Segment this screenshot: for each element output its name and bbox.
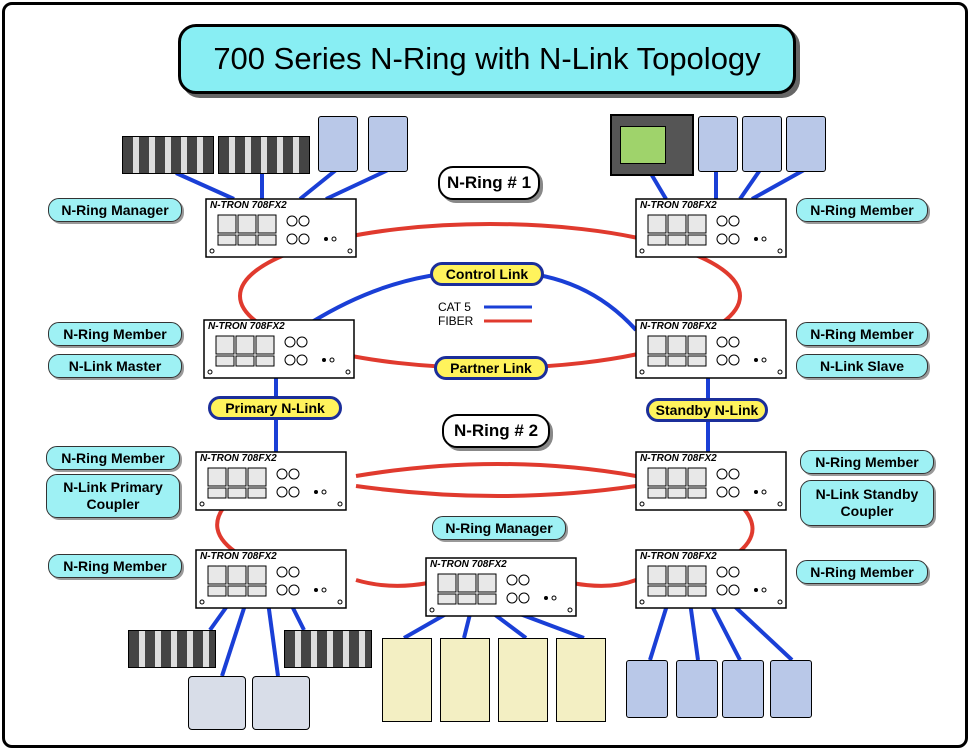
plc-rack-icon (218, 136, 310, 174)
plc-rack-icon (122, 136, 214, 174)
hmi-panel-icon (610, 114, 694, 176)
drive-icon (556, 638, 606, 722)
switch-brand-6: N-TRON 708FX2 (640, 453, 717, 464)
switch-brand-1: N-TRON 708FX2 (210, 200, 287, 211)
switch-brand-9: N-TRON 708FX2 (640, 551, 717, 562)
legend-fiber-label: FIBER (438, 314, 474, 328)
switch-brand-7: N-TRON 708FX2 (200, 551, 277, 562)
role-r1-manager: N-Ring Manager (48, 198, 182, 222)
role-r1-member-right-mid: N-Ring Member (796, 322, 928, 346)
switch-brand-3: N-TRON 708FX2 (208, 321, 285, 332)
legend-cat5-label: CAT 5 (438, 300, 471, 314)
drive-icon (382, 638, 432, 722)
meter-icon (676, 660, 718, 718)
ring2-label: N-Ring # 2 (442, 414, 550, 448)
role-r1-member-left: N-Ring Member (48, 322, 182, 346)
plc-rack-icon (284, 630, 372, 668)
role-r2-member-standby: N-Ring Member (800, 450, 934, 474)
ring2-right-arc (733, 498, 755, 557)
meter-icon (626, 660, 668, 718)
ring2-path (355, 462, 637, 498)
ring1-label: N-Ring # 1 (438, 166, 540, 200)
ring2-bottom-right (571, 578, 637, 588)
switch-brand-4: N-TRON 708FX2 (640, 321, 717, 332)
plc-rack-icon (128, 630, 216, 668)
role-nlink-slave: N-Link Slave (796, 354, 928, 378)
role-primary-coupler: N-Link Primary Coupler (46, 474, 180, 518)
meter-icon (770, 660, 812, 718)
diagram-title: 700 Series N-Ring with N-Link Topology (178, 24, 796, 94)
role-r2-member-primary: N-Ring Member (46, 446, 180, 470)
role-r2-manager: N-Ring Manager (432, 516, 566, 540)
ring1-top-path (238, 222, 742, 370)
role-r1-member-right: N-Ring Member (796, 198, 928, 222)
switch-brand-5: N-TRON 708FX2 (200, 453, 277, 464)
operator-panel-icon (188, 676, 246, 730)
standby-nlink-label: Standby N-Link (646, 398, 768, 422)
role-nlink-master: N-Link Master (48, 354, 182, 378)
operator-panel-icon (252, 676, 310, 730)
switch-brand-8: N-TRON 708FX2 (430, 559, 507, 570)
role-r2-member-bottom-right: N-Ring Member (796, 560, 928, 584)
meter-icon (722, 660, 764, 718)
drive-icon (498, 638, 548, 722)
role-standby-coupler: N-Link Standby Coupler (800, 480, 934, 526)
meter-icon (698, 116, 738, 172)
meter-icon (318, 116, 358, 172)
ring2-bottom-left (355, 578, 429, 588)
drive-icon (440, 638, 490, 722)
role-r2-member-bottom-left: N-Ring Member (48, 554, 182, 578)
meter-icon (368, 116, 408, 172)
ring2-left-arc (215, 498, 242, 557)
meter-icon (742, 116, 782, 172)
primary-nlink-label: Primary N-Link (208, 396, 342, 420)
meter-icon (786, 116, 826, 172)
partner-link-label: Partner Link (434, 356, 548, 380)
control-link-label: Control Link (430, 262, 544, 286)
switch-brand-2: N-TRON 708FX2 (640, 200, 717, 211)
